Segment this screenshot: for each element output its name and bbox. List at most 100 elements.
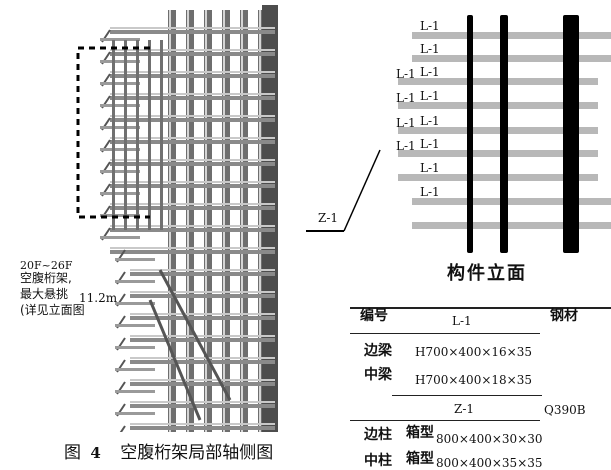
truss-chord [100, 214, 140, 217]
annotation-line-truss: 空腹桁架, [20, 271, 72, 285]
floor-beam [130, 426, 275, 430]
truss-chord [115, 412, 155, 415]
row-edge-beam-code: 边梁 [364, 343, 392, 359]
floor-beam-edge [130, 401, 275, 403]
beam-label: L-1 [420, 161, 440, 175]
truss-chord [100, 236, 140, 239]
truss-chord [115, 302, 155, 305]
caption-number: 4 [90, 444, 101, 462]
floor-beam-edge [110, 71, 275, 73]
table-z-rule [350, 420, 540, 421]
truss-vertical [160, 40, 163, 230]
floor-beam-edge [110, 181, 275, 183]
annotation-line-see-elevation: (详见立面图 [20, 303, 85, 317]
floor-beam-edge [110, 247, 275, 249]
floor-beam [130, 294, 275, 298]
floor-beam [110, 118, 275, 122]
table-header-rule [350, 333, 540, 334]
row-edge-beam-spec: H700×400×16×35 [415, 345, 532, 359]
truss-vertical [136, 40, 139, 230]
row-mid-col-type: 箱型 [406, 451, 434, 467]
floor-beam [110, 228, 275, 232]
beam-label: L-1 [420, 114, 440, 128]
header-member: L-1 [452, 314, 472, 328]
truss-chord [115, 390, 155, 393]
header-material: 钢材 [550, 308, 578, 324]
beam-label: L-1 [420, 19, 440, 33]
figure-caption: 图 4 空腹桁架局部轴侧图 [64, 438, 273, 463]
beam-label: L-1 [420, 42, 440, 56]
floor-beam [130, 316, 275, 320]
beam-l1 [412, 32, 611, 39]
truss-chord [100, 82, 140, 85]
core-wall [262, 5, 278, 432]
floor-beam [110, 74, 275, 78]
material-value: Q390B [544, 403, 586, 417]
beam-label-left: L-1 [396, 116, 416, 130]
row-edge-col-type: 箱型 [406, 425, 434, 441]
truss-chord [100, 192, 140, 195]
floor-beam-edge [110, 27, 275, 29]
inclined-brace [158, 269, 232, 401]
truss-chord [100, 60, 140, 63]
truss-chord [100, 170, 140, 173]
caption-text: 空腹桁架局部轴侧图 [120, 443, 274, 463]
row-mid-beam-code: 中梁 [364, 367, 392, 383]
beam-l1 [398, 78, 598, 85]
beam-l1 [412, 222, 611, 229]
column-leader [343, 149, 381, 232]
floor-beam-edge [110, 225, 275, 227]
axonometric-model [76, 5, 278, 432]
floor-beam [110, 140, 275, 144]
member-table: 编号 L-1 钢材 边梁 H700×400×16×35 中梁 H700×400×… [350, 300, 611, 470]
truss-chord [100, 38, 140, 41]
floor-beam [130, 338, 275, 342]
z-title: Z-1 [454, 402, 475, 416]
truss-chord [100, 104, 140, 107]
row-mid-col-code: 中柱 [364, 453, 392, 469]
core-column [168, 10, 176, 432]
core-column-highlight [241, 10, 243, 432]
floor-beam-edge [130, 291, 275, 293]
beam-l1 [412, 198, 611, 205]
floor-beam [110, 184, 275, 188]
beam-l1 [398, 127, 598, 134]
header-code: 编号 [360, 308, 388, 324]
beam-label-left: L-1 [396, 91, 416, 105]
floor-beam-edge [110, 203, 275, 205]
cantilever-length: 11.2m [79, 291, 118, 305]
floor-beam-edge [130, 379, 275, 381]
floor-beam-edge [110, 49, 275, 51]
column-z1 [467, 15, 473, 253]
floor-beam-edge [110, 137, 275, 139]
table-top-rule [350, 307, 611, 309]
truss-chord [115, 346, 155, 349]
member-elevation: L-1L-1L-1L-1L-1L-1L-1L-1L-1L-1L-1L-1Z-1 [306, 15, 611, 253]
truss-diagonal [119, 425, 126, 432]
caption-prefix: 图 [64, 443, 81, 463]
elevation-title: 构件立面 [447, 263, 527, 284]
row-edge-col-code: 边柱 [364, 427, 392, 443]
truss-vertical [124, 40, 127, 230]
core-column-highlight [169, 10, 171, 432]
beam-l1 [398, 150, 598, 157]
row-edge-col-spec: 800×400×30×30 [436, 432, 543, 446]
floor-beam-edge [130, 269, 275, 271]
beam-label: L-1 [420, 185, 440, 199]
core-column [186, 10, 194, 432]
core-column-highlight [223, 10, 225, 432]
inclined-brace [148, 299, 202, 421]
table-mid-rule [392, 395, 542, 396]
floor-beam [110, 30, 275, 34]
floor-beam [130, 272, 275, 276]
row-mid-beam-spec: H700×400×18×35 [415, 373, 532, 387]
beam-l1 [412, 55, 611, 62]
beam-l1 [398, 174, 598, 181]
column-label: Z-1 [318, 211, 338, 225]
core-column-highlight [187, 10, 189, 432]
floor-beam [110, 52, 275, 56]
beam-label: L-1 [420, 65, 440, 79]
truss-chord [115, 280, 155, 283]
floor-beam [130, 360, 275, 364]
beam-label-left: L-1 [396, 139, 416, 153]
